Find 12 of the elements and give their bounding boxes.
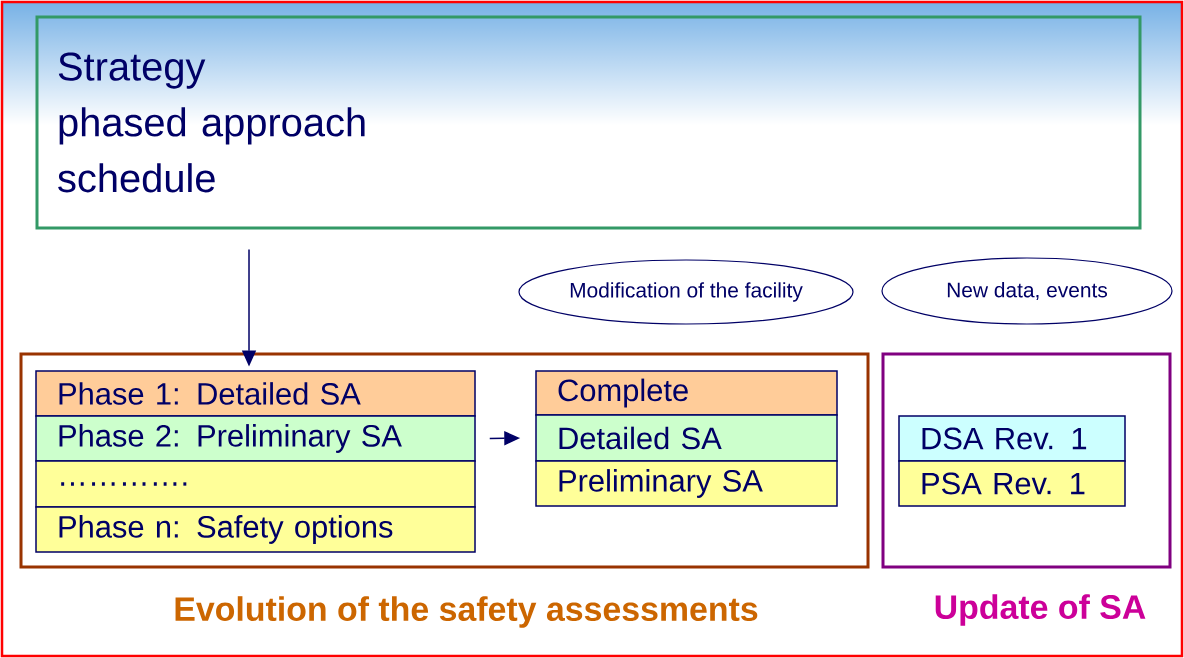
table-row: Complete	[535, 370, 838, 416]
table-row: Phase n: Safety options	[35, 506, 476, 553]
table-row: Phase 1: Detailed SA	[35, 370, 476, 417]
node-label: Update of SA	[935, 594, 1146, 626]
table-row: Phase 2: Preliminary SA	[35, 415, 476, 462]
table-row: ………….	[35, 460, 476, 508]
strategy-box: Strategy phased approach schedule	[35, 15, 1142, 230]
table-row: Preliminary SA	[535, 460, 838, 507]
table-row: PSA Rev. 1	[898, 460, 1126, 507]
table-row: Detailed SA	[535, 414, 838, 462]
table-row: DSA Rev. 1	[898, 415, 1126, 462]
node-label: Evolution of the safety assessments	[175, 596, 758, 628]
